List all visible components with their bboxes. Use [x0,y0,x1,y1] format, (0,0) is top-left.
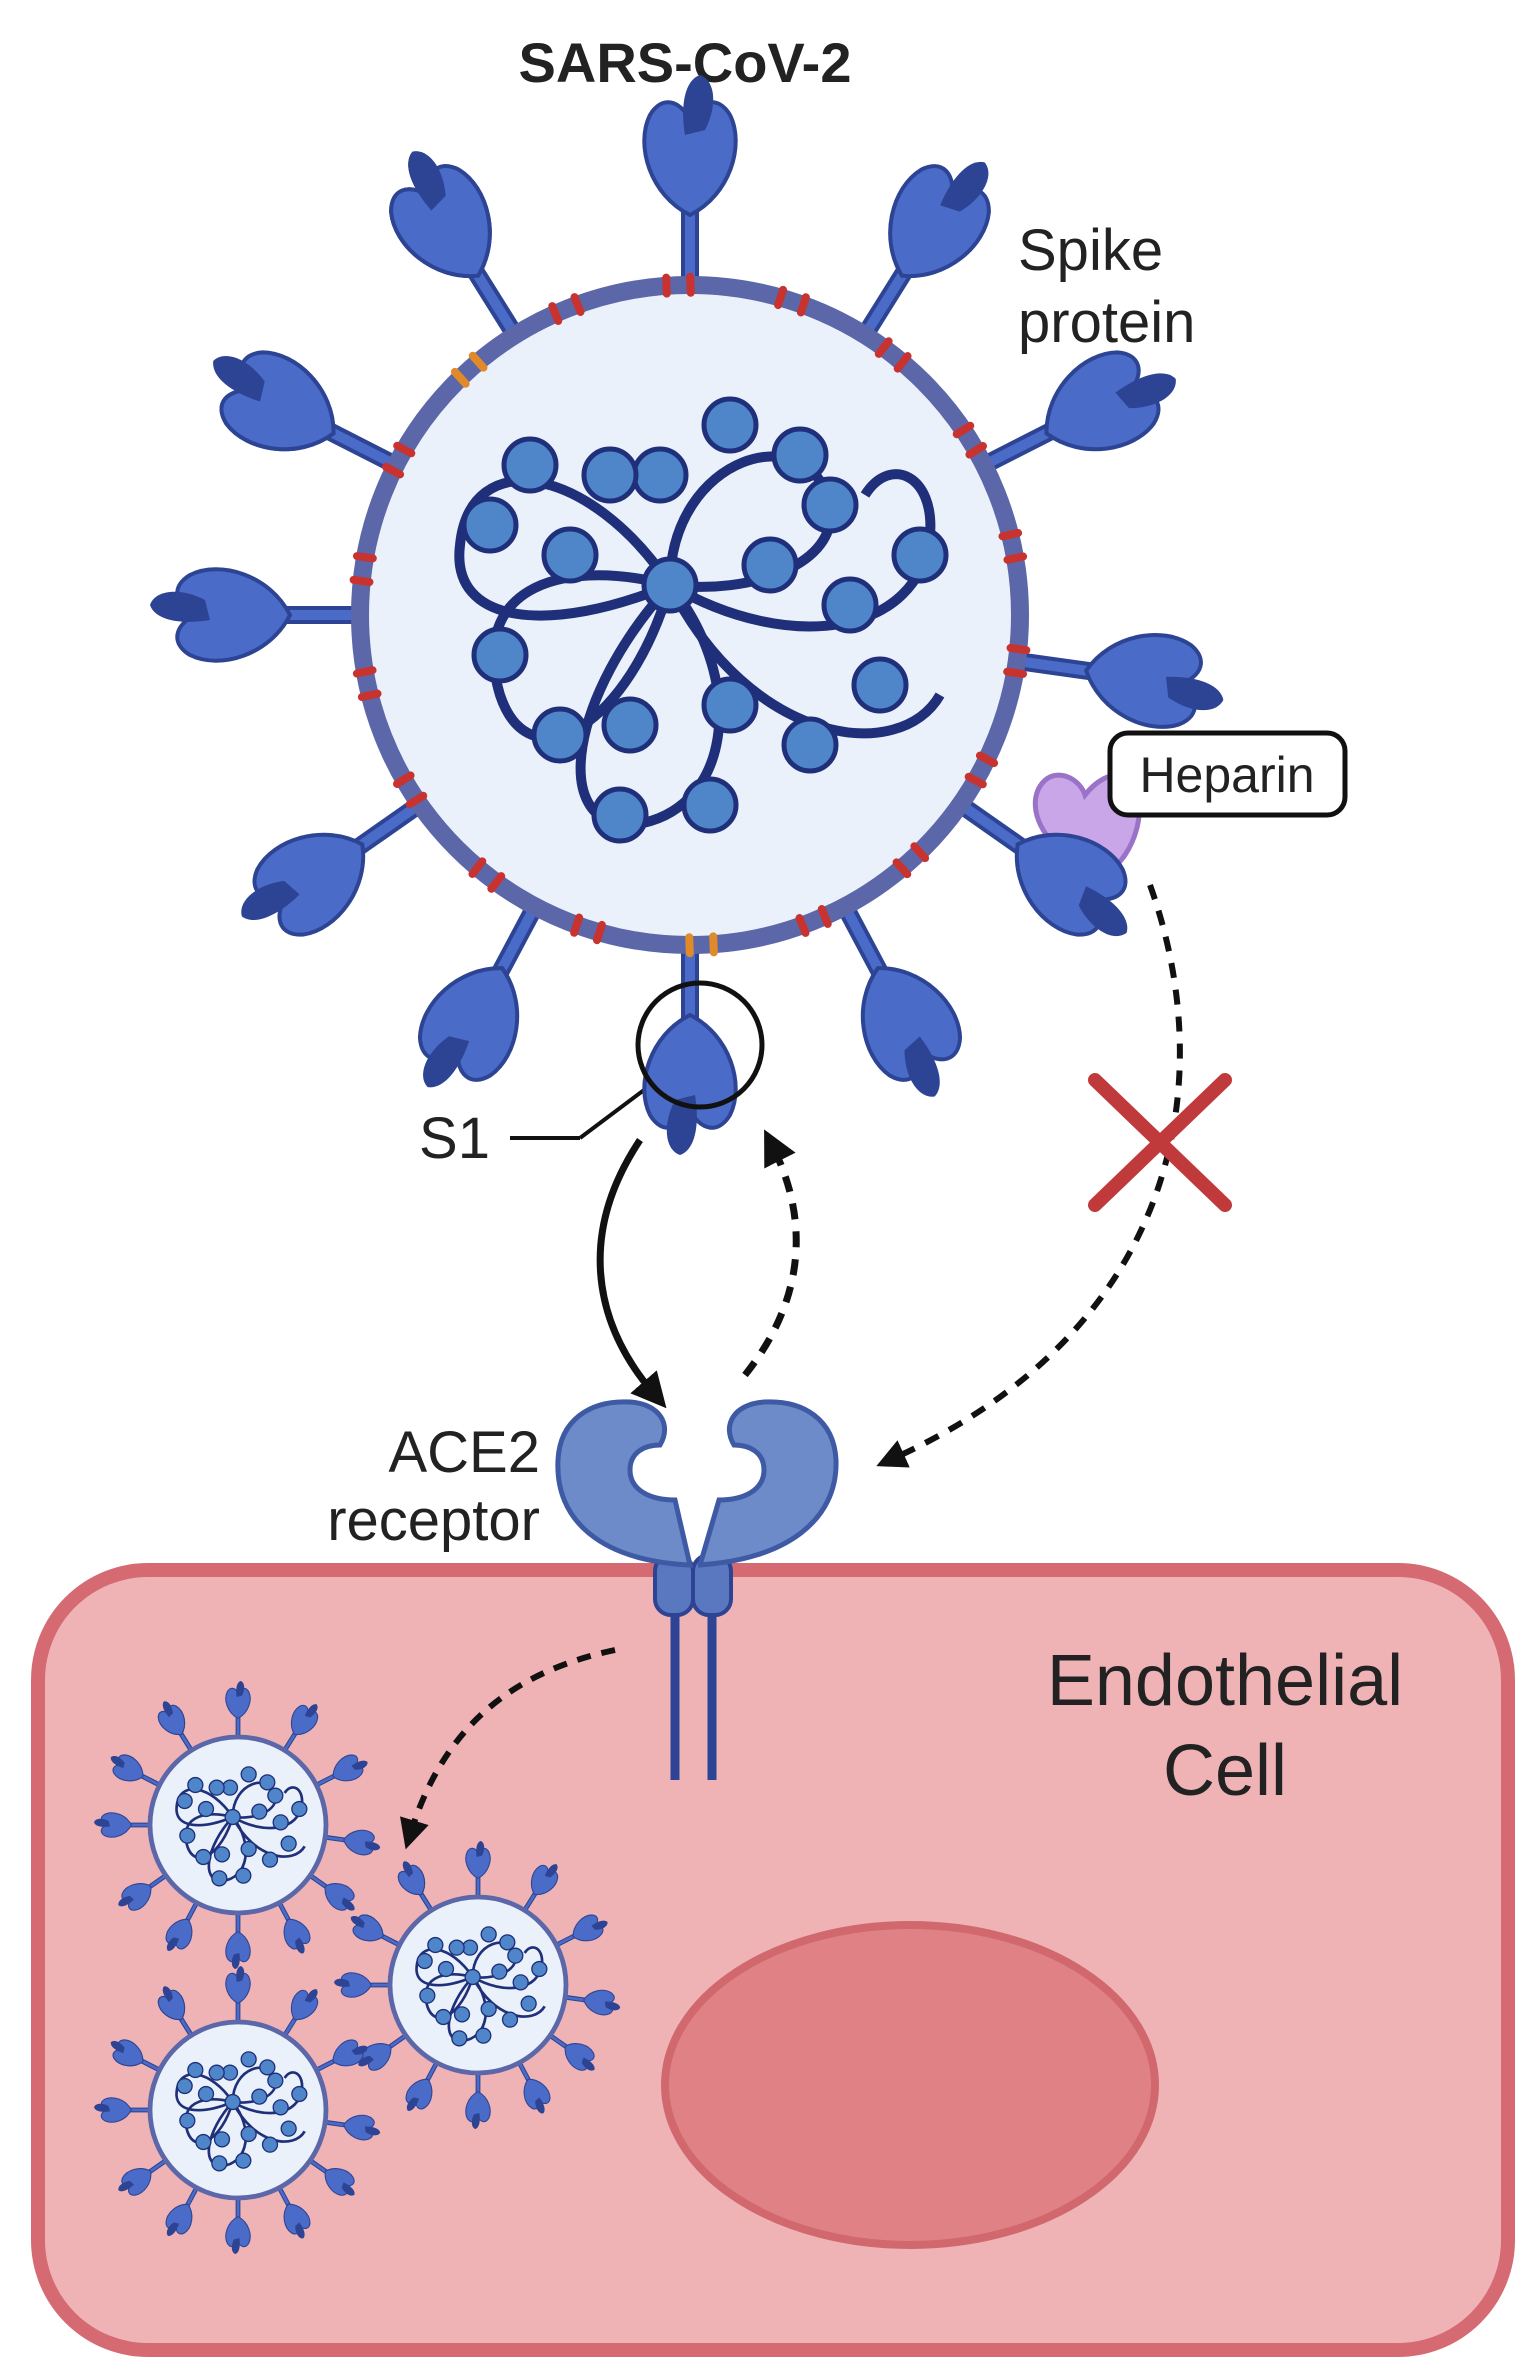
spike-protein-icon [312,2039,368,2074]
spike-label-line2: protein [1018,290,1195,355]
sars-cov-2-virion-icon [150,75,1224,1155]
spike-protein-icon [417,891,549,1088]
spike-protein-icon [552,1914,608,1949]
spike-protein-icon [94,2097,154,2123]
block-cross-icon [1088,1073,1232,1212]
endothelial-cell-icon [31,1563,1515,2357]
spike-protein-icon [165,1898,201,1951]
release-arrow [742,1129,800,1378]
spike-protein-icon [850,161,991,351]
internalized-virion-icon [94,1681,381,1969]
spike-protein-icon [213,350,411,479]
spike-protein-icon [465,1841,491,1901]
spike-protein-icon [642,75,738,297]
spike-protein-icon [350,1914,404,1949]
spike-protein-icon [110,2039,164,2074]
nucleus-icon [661,1921,1159,2249]
cell-label-line1: Endothelial [1047,1641,1403,1721]
spike-protein-icon [831,891,963,1097]
spike-protein-icon [561,1989,621,2016]
spike-protein-icon [546,2031,595,2071]
binding-arrow [596,1138,667,1409]
spike-protein-icon [465,2069,491,2129]
cell-label-line2: Cell [1163,1731,1287,1811]
spike-protein-icon [321,1829,381,1856]
ace2-receptor-icon [555,1399,839,1780]
spike-protein-icon [157,1986,196,2040]
spike-protein-icon [225,1909,251,1969]
spike-protein-icon [405,2058,441,2111]
ace2-label-line1: ACE2 [388,1420,540,1485]
s1-label: S1 [419,1106,490,1171]
spike-protein-icon [306,2156,355,2196]
spike-protein-icon [275,2183,311,2239]
spike-protein-icon [280,1704,319,1755]
spike-protein-icon [118,1871,170,1911]
spike-protein-icon [642,933,738,1155]
spike-protein-icon [520,1864,559,1915]
heparin-label: Heparin [1139,747,1314,803]
spike-protein-icon [515,2058,551,2114]
spike-protein-icon [397,1861,436,1915]
spike-protein-icon [157,1701,196,1755]
spike-protein-icon [306,1871,355,1911]
spike-protein-icon [389,151,530,351]
spike-protein-icon [150,567,372,663]
internalized-virion-icon [94,1966,381,2254]
internalization-arrow [400,1647,616,1850]
spike-label-line1: Spike [1018,218,1163,283]
spike-protein-icon [280,1989,319,2040]
spike-protein-icon [225,2194,251,2254]
spike-protein-icon [225,1966,251,2026]
spike-protein-icon [94,1812,154,1838]
spike-protein-icon [1003,632,1224,729]
spike-protein-icon [334,1972,394,1998]
heparin-path-arrow [876,883,1183,1468]
spike-protein-icon [312,1754,368,1789]
heparin-label-box: Heparin [1107,730,1348,818]
s1-highlight-circle [635,980,765,1110]
spike-protein-icon [241,790,435,937]
spike-protein-icon [945,790,1128,937]
spike-protein-icon [969,350,1176,479]
ace2-label-line2: receptor [327,1488,540,1553]
spike-protein-icon [165,2183,201,2236]
spike-protein-icon [321,2114,381,2141]
diagram-title: SARS-CoV-2 [519,31,852,94]
internalized-virion-icon [334,1841,621,2129]
